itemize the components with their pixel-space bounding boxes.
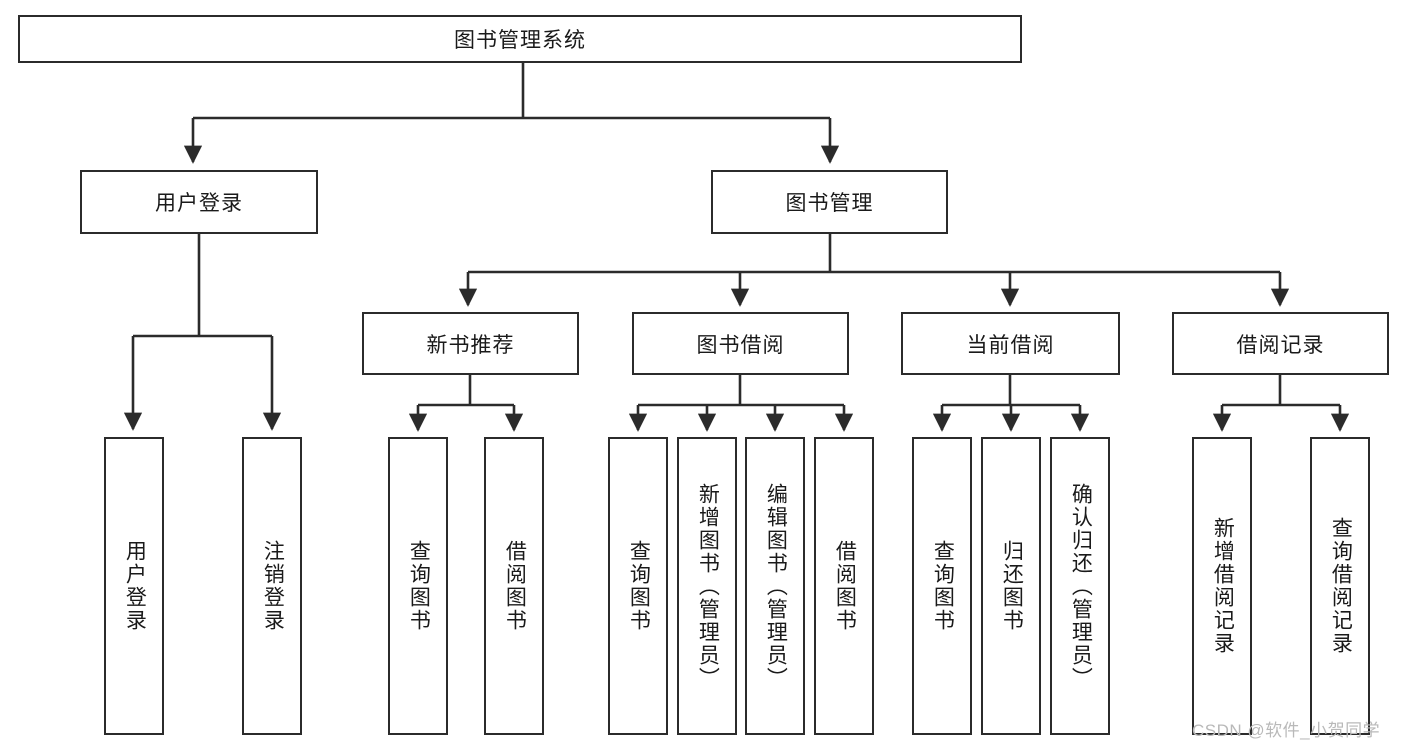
node-current-borrow[interactable]: 当前借阅 xyxy=(901,312,1120,375)
leaf-logout-label: 注销登录 xyxy=(261,540,285,632)
node-user-login-label: 用户登录 xyxy=(155,192,243,215)
node-root[interactable]: 图书管理系统 xyxy=(18,15,1022,63)
leaf-new-query-book[interactable]: 查询图书 xyxy=(388,437,448,735)
node-user-login[interactable]: 用户登录 xyxy=(80,170,318,234)
leaf-add-borrow-record-label: 新增借阅记录 xyxy=(1211,517,1235,655)
leaf-query-borrow-record-label: 查询借阅记录 xyxy=(1329,517,1353,655)
leaf-borrow-query-book-label: 查询图书 xyxy=(627,540,651,632)
node-new-book-recommend[interactable]: 新书推荐 xyxy=(362,312,579,375)
leaf-edit-book-admin[interactable]: 编辑图书（管理员） xyxy=(745,437,805,735)
leaf-return-book[interactable]: 归还图书 xyxy=(981,437,1041,735)
leaf-add-book-admin[interactable]: 新增图书（管理员） xyxy=(677,437,737,735)
node-book-borrow-label: 图书借阅 xyxy=(696,333,785,357)
node-book-management-label: 图书管理 xyxy=(785,192,874,215)
node-root-label: 图书管理系统 xyxy=(454,29,586,52)
node-borrow-records[interactable]: 借阅记录 xyxy=(1172,312,1389,375)
leaf-new-borrow-book[interactable]: 借阅图书 xyxy=(484,437,544,735)
node-book-management[interactable]: 图书管理 xyxy=(711,170,948,234)
leaf-add-borrow-record[interactable]: 新增借阅记录 xyxy=(1192,437,1252,735)
leaf-edit-book-admin-label: 编辑图书（管理员） xyxy=(764,482,788,690)
watermark: CSDN @软件_小贺同学 xyxy=(1192,721,1381,740)
leaf-confirm-return-admin[interactable]: 确认归还（管理员） xyxy=(1050,437,1110,735)
leaf-logout[interactable]: 注销登录 xyxy=(242,437,302,735)
leaf-borrow-query-book[interactable]: 查询图书 xyxy=(608,437,668,735)
node-new-book-recommend-label: 新书推荐 xyxy=(426,333,515,357)
leaf-current-query-book-label: 查询图书 xyxy=(931,540,955,632)
leaf-query-borrow-record[interactable]: 查询借阅记录 xyxy=(1310,437,1370,735)
leaf-add-book-admin-label: 新增图书（管理员） xyxy=(696,482,720,690)
leaf-user-login-label: 用户登录 xyxy=(123,540,147,632)
node-borrow-records-label: 借阅记录 xyxy=(1236,333,1325,357)
node-book-borrow[interactable]: 图书借阅 xyxy=(632,312,849,375)
leaf-user-login[interactable]: 用户登录 xyxy=(104,437,164,735)
leaf-confirm-return-admin-label: 确认归还（管理员） xyxy=(1069,482,1093,690)
leaf-return-book-label: 归还图书 xyxy=(1000,540,1024,632)
leaf-lend-book-label: 借阅图书 xyxy=(833,540,857,632)
node-current-borrow-label: 当前借阅 xyxy=(966,333,1055,357)
leaf-lend-book[interactable]: 借阅图书 xyxy=(814,437,874,735)
leaf-new-borrow-book-label: 借阅图书 xyxy=(503,540,527,632)
leaf-current-query-book[interactable]: 查询图书 xyxy=(912,437,972,735)
leaf-new-query-book-label: 查询图书 xyxy=(407,540,431,632)
